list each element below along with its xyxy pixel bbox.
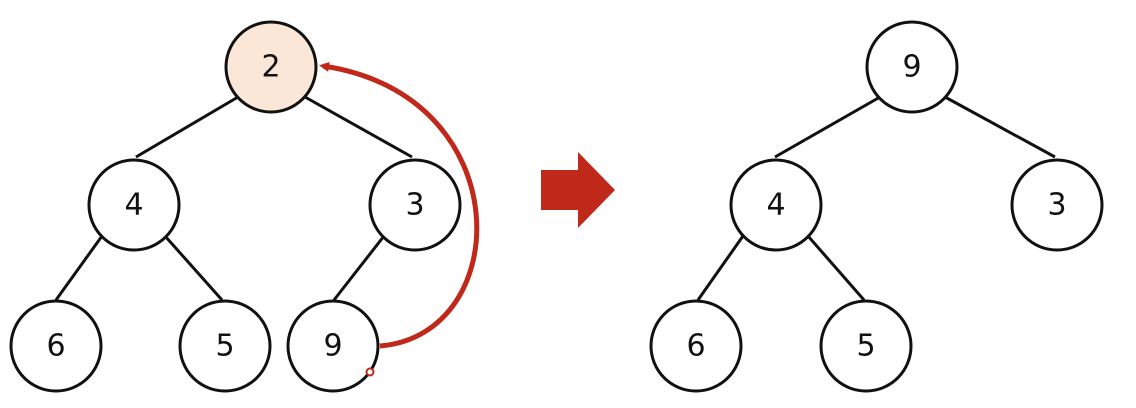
left-edge-root-left: [135, 95, 239, 159]
left-tree-node-left-label: 4: [124, 188, 143, 223]
right-tree-node-left-right-label: 5: [856, 329, 875, 364]
left-tree-node-right-left-label: 9: [323, 329, 342, 364]
left-tree-node-left: 4: [87, 158, 181, 252]
left-tree-node-right: 3: [368, 158, 462, 252]
right-tree-node-left-label: 4: [766, 188, 785, 223]
right-arrow-icon: [541, 152, 615, 228]
right-tree-node-right-label: 3: [1047, 188, 1066, 223]
right-edge-root-right: [944, 95, 1056, 159]
right-edge-left-leftright: [806, 235, 866, 301]
left-tree-node-left-left-label: 6: [46, 329, 65, 364]
right-tree: 9 4 3 6 5: [649, 20, 1104, 393]
swap-curve-arrow: [319, 61, 480, 349]
left-edge-left-leftleft: [54, 235, 104, 301]
left-tree-node-right-label: 3: [405, 188, 424, 223]
left-edge-left-leftright: [163, 235, 224, 301]
left-edge-root-right: [304, 95, 413, 159]
right-edge-root-left: [774, 95, 881, 159]
right-tree-node-left-left: 6: [649, 299, 743, 393]
left-tree-node-left-right-label: 5: [215, 329, 234, 364]
right-tree-node-left-right: 5: [819, 299, 913, 393]
left-tree: 2 4 3 6 5 9: [9, 20, 480, 393]
right-tree-node-left-left-label: 6: [686, 329, 705, 364]
left-edge-right-rightleft: [332, 235, 386, 301]
right-tree-node-root: 9: [865, 20, 959, 114]
right-tree-node-root-label: 9: [902, 50, 921, 85]
right-tree-node-right: 3: [1010, 158, 1104, 252]
right-edge-left-leftleft: [696, 235, 745, 301]
left-tree-node-root: 2: [224, 20, 318, 114]
left-tree-node-left-right: 5: [178, 299, 272, 393]
left-tree-node-root-label: 2: [261, 50, 280, 85]
left-tree-node-right-left: 9: [286, 299, 380, 393]
right-tree-node-left: 4: [729, 158, 823, 252]
left-tree-node-left-left: 6: [9, 299, 103, 393]
cursor-dot-icon: [365, 367, 375, 377]
